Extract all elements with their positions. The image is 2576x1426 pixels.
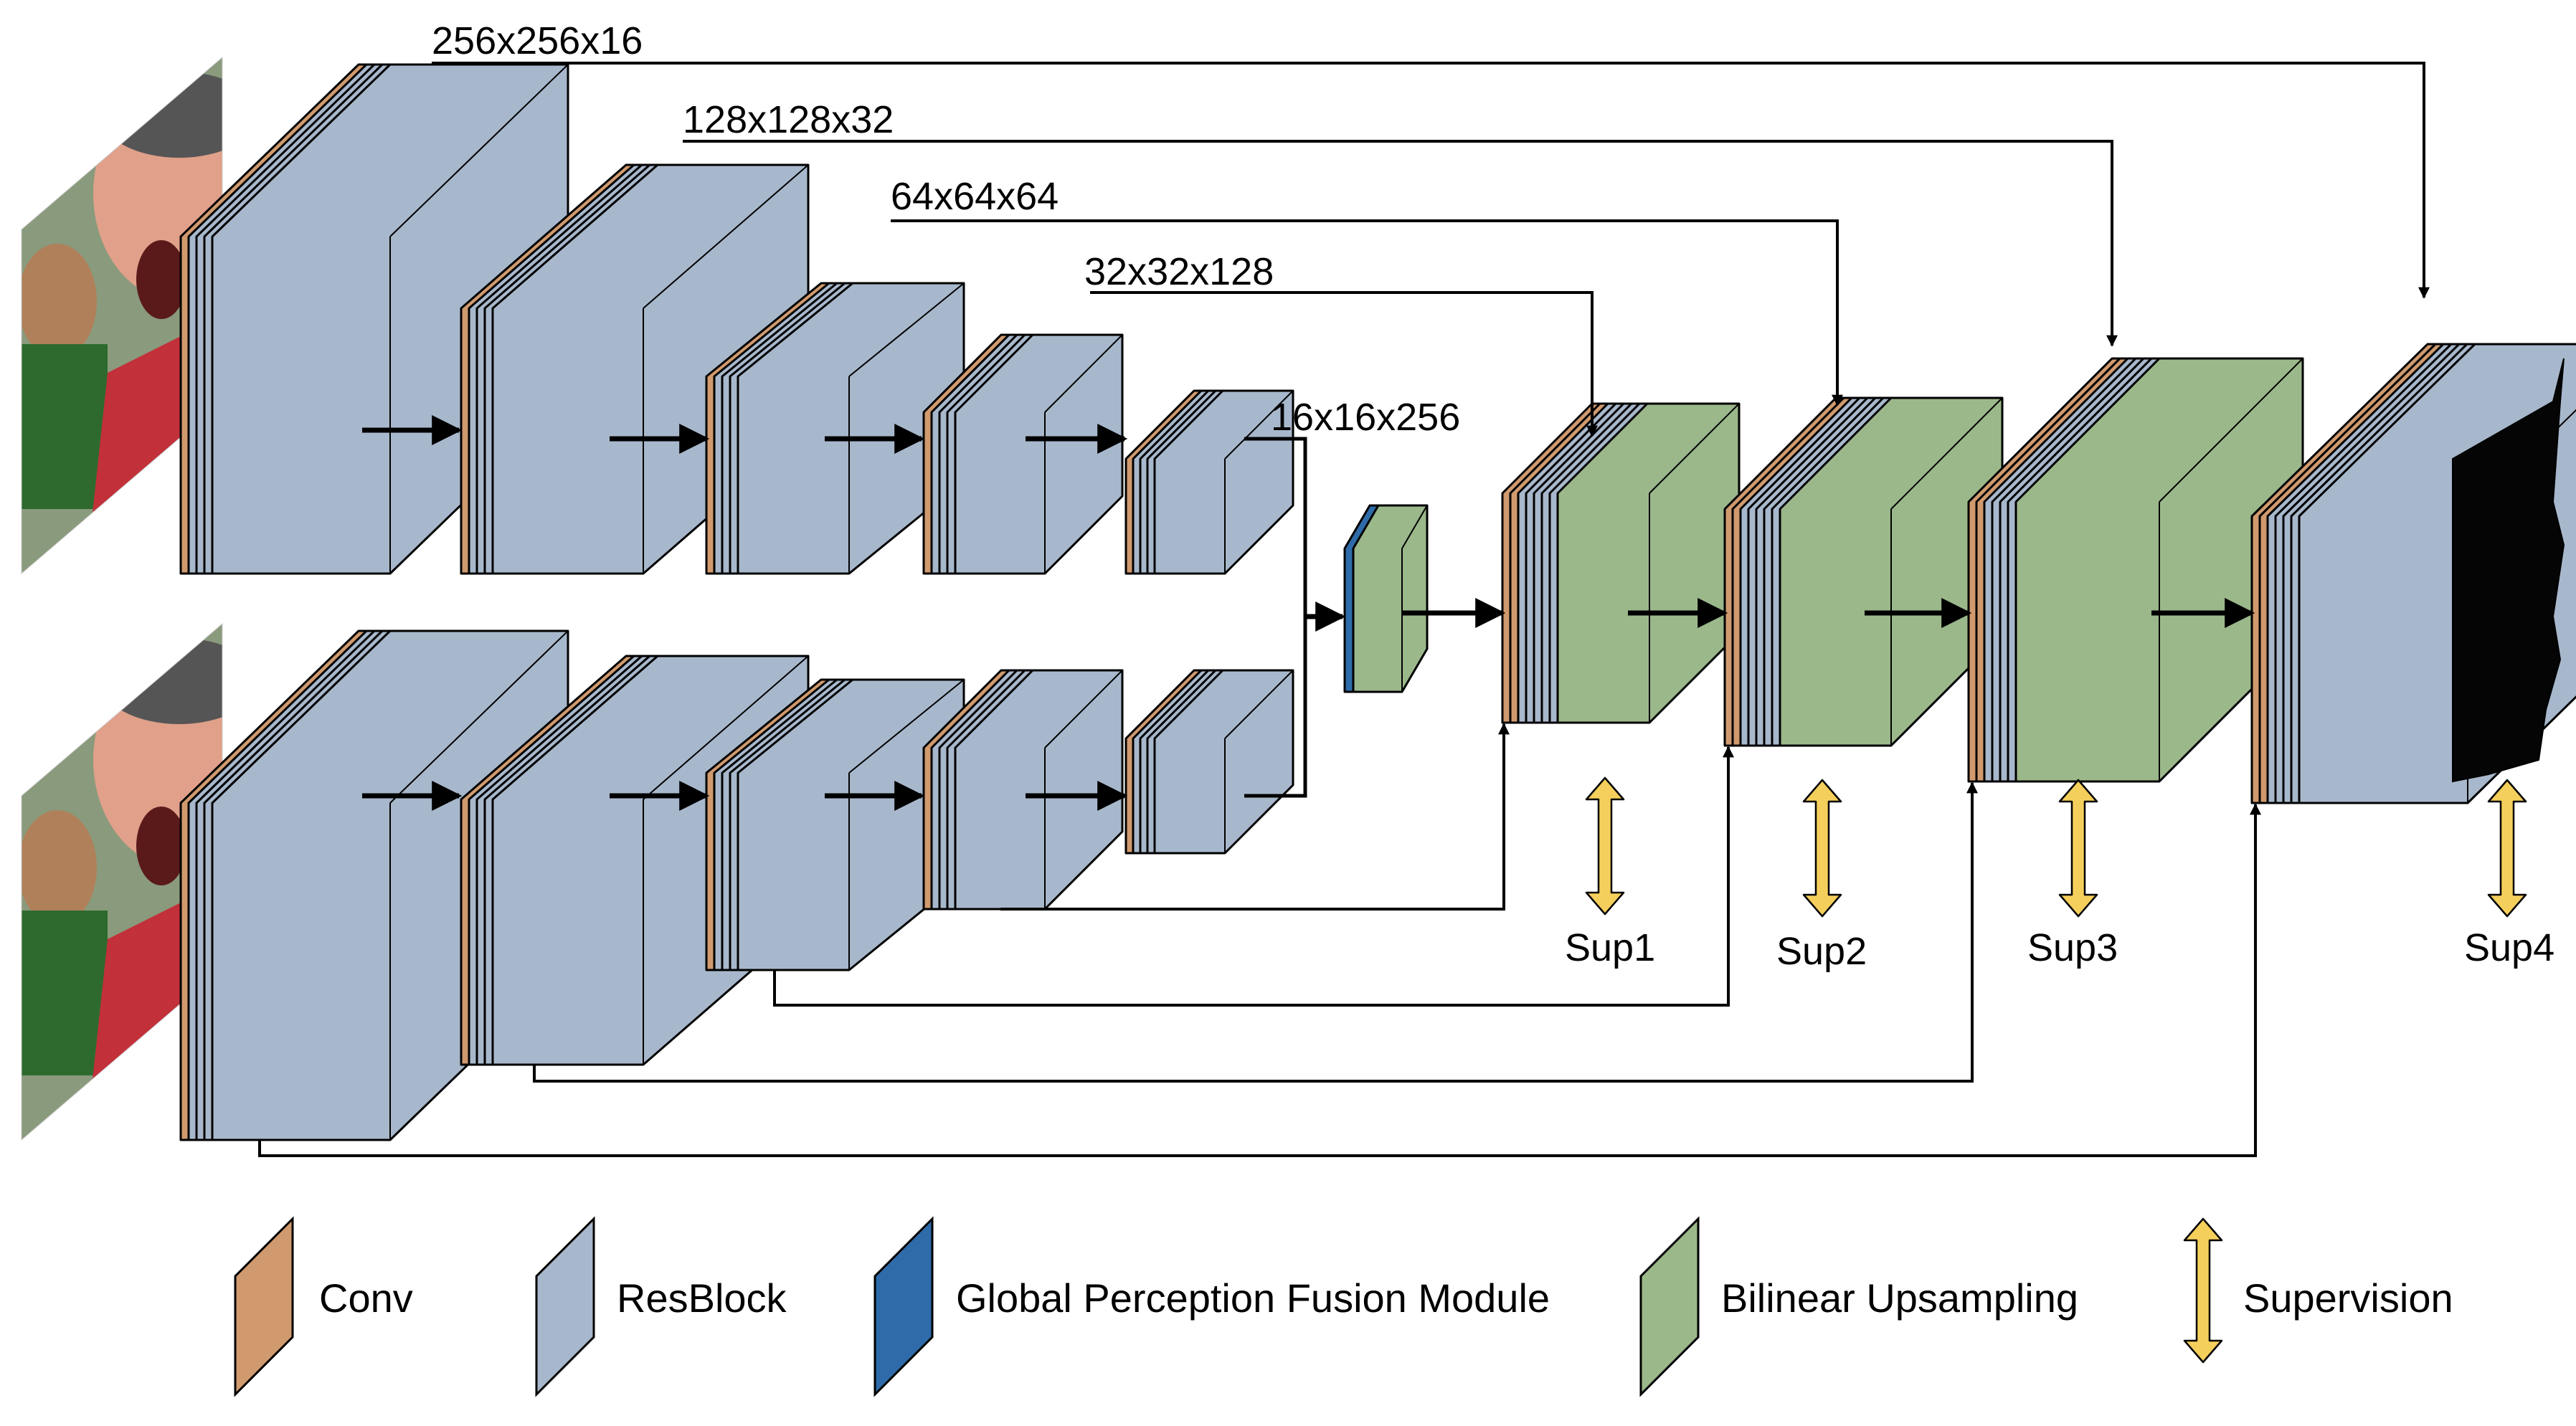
child-mouth-bottom	[136, 807, 186, 885]
merge-line	[1244, 437, 1307, 798]
skip-bottom-64	[773, 746, 1734, 1007]
sup1-label: Sup1	[1565, 926, 1655, 969]
encoder-bottom-2	[460, 655, 810, 1066]
skip-top-256	[432, 62, 2430, 299]
output-mask	[2452, 358, 2565, 783]
sup3-label: Sup3	[2027, 926, 2118, 969]
supervision-arrows	[1585, 776, 2527, 1364]
dim-label-32: 32x32x128	[1084, 250, 1274, 293]
supervision-icon	[2487, 779, 2527, 918]
encoder-top-3	[705, 282, 965, 575]
legend-conv-label: Conv	[319, 1275, 413, 1321]
skip-bottom-128	[533, 781, 1978, 1083]
upsample-layer	[1352, 504, 1429, 693]
legend-upsample-icon	[1639, 1216, 1700, 1397]
child-hat-bottom	[100, 638, 222, 724]
skip-bottom-256	[258, 803, 2261, 1157]
supervision-icon	[2058, 779, 2098, 918]
gingerbread-figure-bottom	[22, 810, 97, 925]
skip-top-32	[1090, 291, 1598, 437]
legend-gpfm-label: Global Perception Fusion Module	[956, 1275, 1550, 1321]
legend-resblock-label: ResBlock	[617, 1275, 787, 1321]
dim-label-128: 128x128x32	[683, 98, 894, 141]
layer-stacks	[179, 63, 2576, 1141]
supervision-icon	[1802, 779, 1842, 918]
encoder-bottom-3	[705, 678, 965, 971]
encoder-bottom-4	[922, 669, 1124, 911]
legend-gpfm-icon	[873, 1216, 934, 1397]
dim-label-256: 256x256x16	[432, 19, 643, 62]
decoder-1	[1501, 402, 1741, 724]
legend-upsample-label: Bilinear Upsampling	[1721, 1275, 2078, 1321]
connections	[258, 62, 2430, 1157]
green-costume-bottom	[22, 911, 108, 1075]
decoder-3	[1967, 357, 2304, 783]
segmentation-mask	[2452, 358, 2565, 783]
legend-supervision-icon	[2183, 1217, 2223, 1364]
skip-top-128	[683, 140, 2118, 347]
supervision-icon	[1585, 776, 1625, 916]
gpfm-block	[1343, 504, 1429, 693]
dim-label-16: 16x16x256	[1271, 396, 1460, 439]
legend-resblock-icon	[535, 1216, 595, 1397]
encoder-top-5	[1124, 389, 1294, 575]
legend-conv-icon	[234, 1216, 294, 1397]
dim-label-64: 64x64x64	[891, 175, 1059, 218]
child-hat-top	[100, 72, 222, 158]
child-mouth-top	[136, 240, 186, 319]
skip-top-64	[891, 219, 1843, 407]
encoder-top-4	[922, 333, 1124, 575]
green-costume-top	[22, 344, 108, 509]
gingerbread-figure-top	[22, 244, 97, 358]
legend-supervision-label: Supervision	[2243, 1275, 2453, 1321]
sup2-label: Sup2	[1776, 930, 1867, 973]
sup4-label: Sup4	[2464, 926, 2554, 969]
legend	[234, 1216, 1700, 1397]
decoder-2	[1723, 396, 2004, 747]
skip-bottom-32	[1000, 723, 1510, 911]
encoder-bottom-5	[1124, 669, 1294, 855]
